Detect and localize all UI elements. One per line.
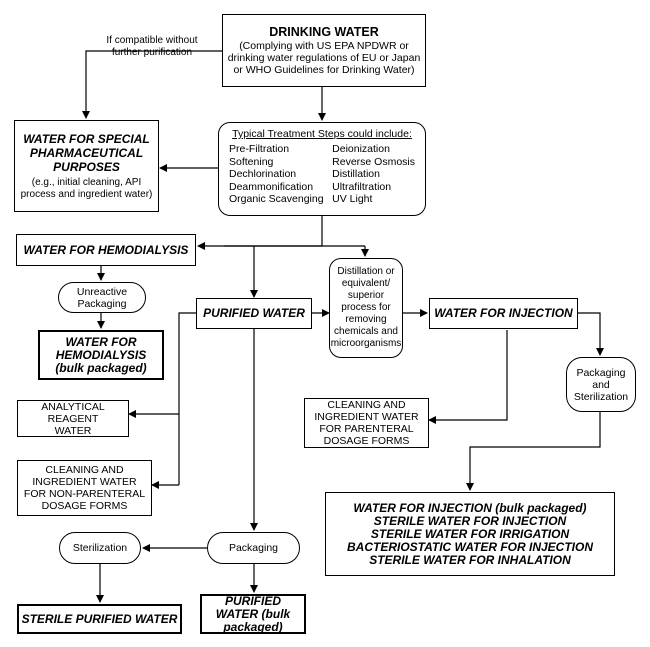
sterile-product-item: STERILE WATER FOR INHALATION	[369, 552, 571, 567]
analytical-reagent-box: ANALYTICAL REAGENT WATER	[17, 400, 129, 437]
treatment-step: Reverse Osmosis	[332, 155, 415, 168]
drinking-water-subtitle: (Complying with US EPA NPDWR or drinking…	[227, 40, 421, 76]
purified-bulk-label: PURIFIED WATER (bulk packaged)	[215, 593, 291, 634]
hemodialysis-box: WATER FOR HEMODIALYSIS	[16, 234, 196, 266]
treatment-left-column: Pre-Filtration Softening Dechlorination …	[229, 143, 324, 206]
special-purposes-box: WATER FOR SPECIAL PHARMACEUTICAL PURPOSE…	[14, 120, 159, 212]
treatment-header: Typical Treatment Steps could include:	[232, 128, 412, 140]
non-parenteral-label: CLEANING AND INGREDIENT WATER FOR NON-PA…	[23, 464, 146, 512]
sterile-purified-box: STERILE PURIFIED WATER	[17, 604, 182, 634]
packaging-sterilization-label: Packaging and Sterilization	[573, 366, 629, 403]
analytical-reagent-label: ANALYTICAL REAGENT WATER	[41, 400, 105, 437]
sterile-products-box: WATER FOR INJECTION (bulk packaged) STER…	[325, 492, 615, 576]
arrow-drinking-to-special	[82, 50, 222, 119]
unreactive-packaging-label: Unreactive Packaging	[76, 285, 128, 310]
sterile-product-item: BACTERIOSTATIC WATER FOR INJECTION	[347, 539, 593, 554]
sterilization-box: Sterilization	[59, 532, 141, 564]
treatment-steps-box: Typical Treatment Steps could include: P…	[218, 122, 426, 216]
special-purposes-subtitle: (e.g., initial cleaning, API process and…	[20, 176, 153, 200]
treatment-step: Pre-Filtration	[229, 143, 290, 155]
arrow-to-sterile-products	[466, 412, 601, 491]
distillation-box: Distillation or equivalent/ superior pro…	[329, 258, 403, 358]
drinking-water-title: DRINKING WATER	[269, 25, 379, 39]
injection-label: WATER FOR INJECTION	[434, 306, 573, 320]
treatment-step: Softening	[229, 155, 274, 168]
treatment-step: Deionization	[332, 143, 390, 155]
hemodialysis-bulk-label: WATER FOR HEMODIALYSIS (bulk packaged)	[55, 334, 147, 375]
hemodialysis-bulk-box: WATER FOR HEMODIALYSIS (bulk packaged)	[38, 330, 164, 380]
packaging-sterilization-box: Packaging and Sterilization	[566, 357, 636, 412]
sterile-product-item: WATER FOR INJECTION (bulk packaged)	[353, 500, 587, 515]
treatment-step: Deammonification	[229, 180, 314, 193]
sterile-purified-label: STERILE PURIFIED WATER	[21, 611, 178, 626]
treatment-step: Dechlorination	[229, 168, 297, 180]
compatible-note: If compatible without further purificati…	[106, 35, 198, 58]
treatment-step: UV Light	[332, 193, 373, 205]
unreactive-packaging-box: Unreactive Packaging	[58, 282, 146, 313]
injection-box: WATER FOR INJECTION	[429, 298, 578, 329]
purified-bulk-box: PURIFIED WATER (bulk packaged)	[200, 594, 306, 634]
treatment-step: Distillation	[332, 168, 380, 180]
packaging-box: Packaging	[207, 532, 300, 564]
line-purified-left-bus	[178, 312, 196, 485]
non-parenteral-box: CLEANING AND INGREDIENT WATER FOR NON-PA…	[17, 460, 152, 516]
drinking-water-box: DRINKING WATER (Complying with US EPA NP…	[222, 14, 426, 87]
hemodialysis-label: WATER FOR HEMODIALYSIS	[23, 242, 189, 257]
special-purposes-title: WATER FOR SPECIAL PHARMACEUTICAL PURPOSE…	[23, 131, 150, 174]
distillation-label: Distillation or equivalent/ superior pro…	[330, 266, 402, 349]
sterile-product-item: STERILE WATER FOR IRRIGATION	[370, 526, 570, 541]
packaging-label: Packaging	[228, 542, 279, 554]
treatment-step: Ultrafiltration	[332, 180, 392, 193]
sterilization-label: Sterilization	[72, 542, 128, 554]
arrow-to-parenteral	[428, 330, 508, 424]
sterile-product-item: STERILE WATER FOR INJECTION	[373, 513, 567, 528]
treatment-step: Organic Scavenging	[229, 193, 324, 205]
treatment-right-column: Deionization Reverse Osmosis Distillatio…	[332, 143, 415, 206]
arrow-to-packaging-sterilization	[578, 312, 604, 356]
purified-water-label: PURIFIED WATER	[203, 306, 305, 320]
parenteral-label: CLEANING AND INGREDIENT WATER FOR PARENT…	[314, 399, 419, 447]
parenteral-box: CLEANING AND INGREDIENT WATER FOR PARENT…	[304, 398, 429, 448]
purified-water-box: PURIFIED WATER	[196, 298, 312, 329]
